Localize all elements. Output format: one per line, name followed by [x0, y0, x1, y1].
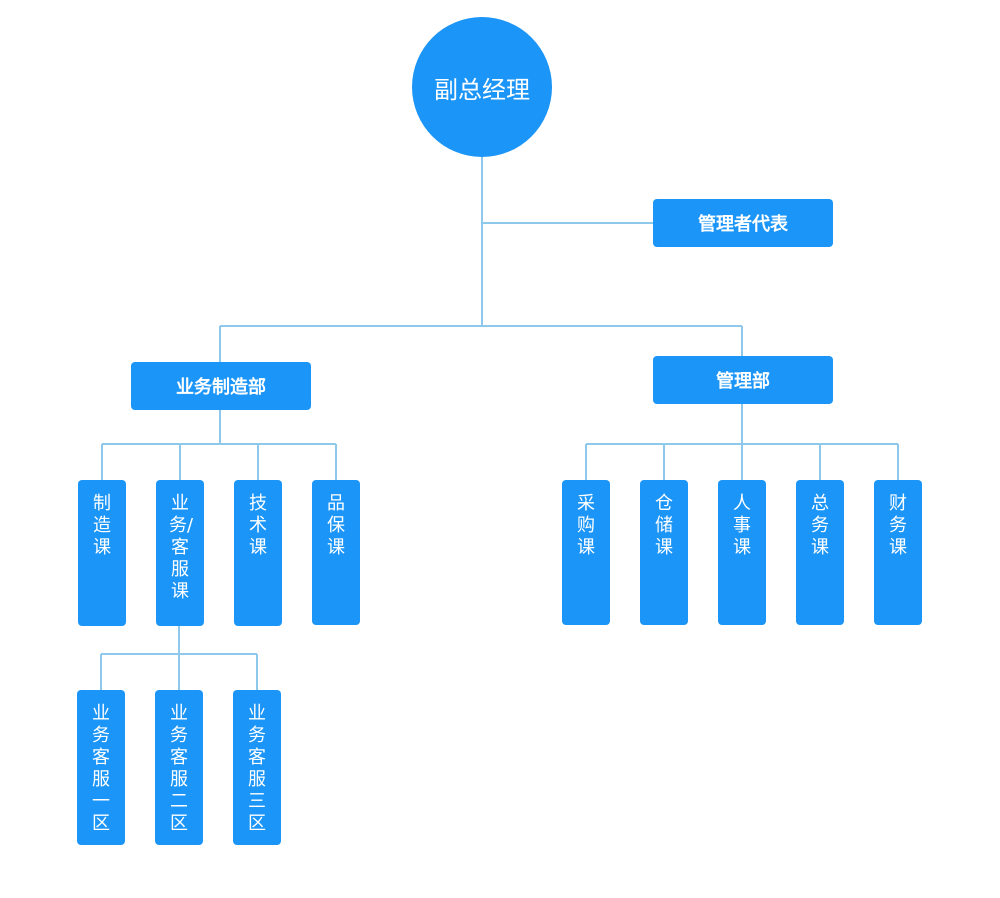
node-label: 业务/客服课 [169, 493, 194, 602]
node-label: 业务客服一区 [92, 703, 110, 834]
node-finance-section: 财务课 [874, 480, 922, 625]
node-label: 总务课 [811, 493, 829, 558]
node-service-zone-1: 业务客服一区 [77, 690, 125, 845]
node-label: 仓储课 [655, 493, 673, 558]
root-node-label: 副总经理 [434, 75, 530, 104]
node-label: 制造课 [93, 493, 111, 558]
root-node-deputy-gm: 副总经理 [412, 17, 552, 157]
node-procurement-section: 采购课 [562, 480, 610, 625]
node-label: 业务客服三区 [248, 703, 266, 834]
node-hr-section: 人事课 [718, 480, 766, 625]
node-management-representative: 管理者代表 [653, 199, 833, 247]
node-label: 管理者代表 [698, 214, 788, 235]
node-label: 管理部 [716, 371, 770, 392]
node-technical-section: 技术课 [234, 480, 282, 626]
node-service-zone-2: 业务客服二区 [155, 690, 203, 845]
node-quality-section: 品保课 [312, 480, 360, 625]
node-manufacturing-section: 制造课 [78, 480, 126, 626]
node-management-dept: 管理部 [653, 356, 833, 404]
node-label: 采购课 [577, 493, 595, 558]
node-business-manufacturing-dept: 业务制造部 [131, 362, 311, 410]
node-service-zone-3: 业务客服三区 [233, 690, 281, 845]
node-label: 人事课 [733, 493, 751, 558]
node-business-service-section: 业务/客服课 [156, 480, 204, 626]
node-warehouse-section: 仓储课 [640, 480, 688, 625]
node-label: 品保课 [327, 493, 345, 558]
node-label: 业务客服二区 [170, 703, 188, 834]
node-label: 技术课 [249, 493, 267, 558]
node-label: 业务制造部 [176, 377, 266, 398]
node-general-affairs-section: 总务课 [796, 480, 844, 625]
node-label: 财务课 [889, 493, 907, 558]
